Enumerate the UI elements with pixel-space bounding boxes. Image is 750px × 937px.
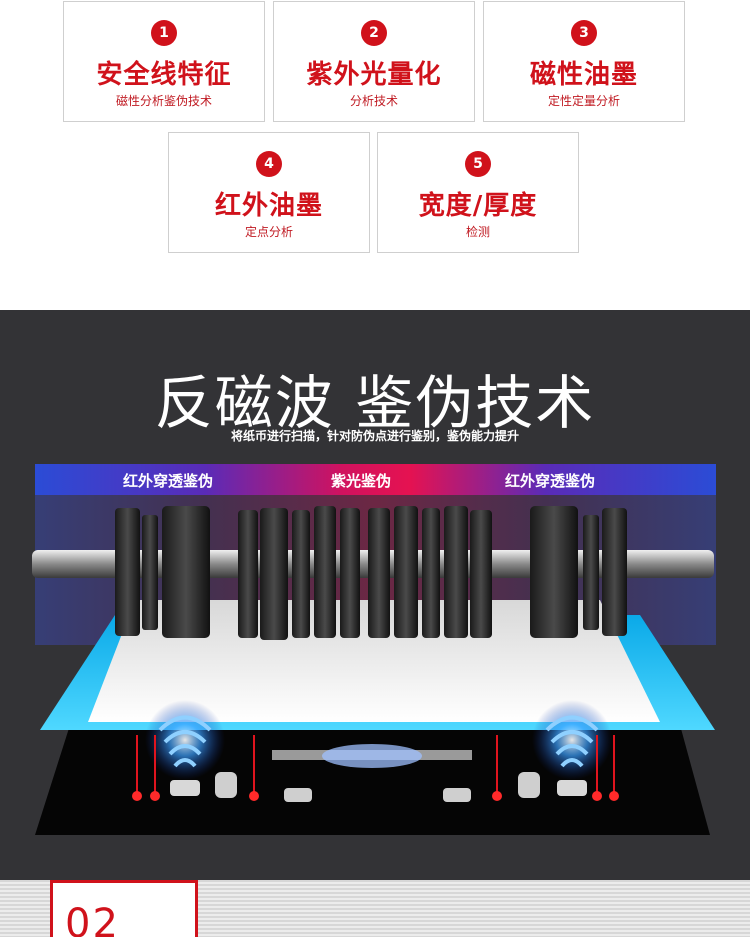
infrared-lasers bbox=[136, 735, 615, 792]
feature-subtitle: 定性定量分析 bbox=[547, 94, 620, 108]
feature-number-badge: 3 bbox=[571, 20, 597, 46]
feature-subtitle: 分析技术 bbox=[349, 94, 398, 108]
feature-subtitle: 检测 bbox=[465, 225, 490, 239]
scanner-illustration bbox=[32, 506, 715, 835]
feature-cards: 1 安全线特征 磁性分析鉴伪技术 2 紫外光量化 分析技术 3 磁性油墨 定性定… bbox=[0, 0, 750, 310]
feature-subtitle: 定点分析 bbox=[244, 225, 293, 239]
next-section-badge: 02 bbox=[50, 880, 198, 937]
section-headline: 反磁波 鉴伪技术 bbox=[154, 369, 596, 437]
feature-card-2: 2 紫外光量化 分析技术 bbox=[273, 1, 475, 122]
section-subheadline: 将纸币进行扫描，针对防伪点进行鉴别，鉴伪能力提升 bbox=[230, 429, 519, 443]
rollers bbox=[115, 506, 627, 640]
technology-section: 反磁波 鉴伪技术 将纸币进行扫描，针对防伪点进行鉴别，鉴伪能力提升 红外穿透鉴伪… bbox=[0, 310, 750, 880]
feature-subtitle: 磁性分析鉴伪技术 bbox=[115, 94, 212, 108]
feature-card-1: 1 安全线特征 磁性分析鉴伪技术 bbox=[63, 1, 265, 122]
wave-emitter-right bbox=[532, 700, 612, 796]
uv-lens bbox=[322, 744, 422, 768]
next-section-number: 02 bbox=[65, 901, 120, 937]
banknote bbox=[88, 600, 660, 722]
bar-label-infrared-right: 红外穿透鉴伪 bbox=[505, 472, 596, 490]
feature-title: 红外油墨 bbox=[214, 191, 323, 221]
feature-number-badge: 5 bbox=[465, 151, 491, 177]
feature-title: 宽度/厚度 bbox=[418, 191, 538, 221]
detection-bar: 红外穿透鉴伪 紫光鉴伪 红外穿透鉴伪 bbox=[35, 464, 716, 495]
feature-title: 安全线特征 bbox=[96, 60, 232, 90]
wave-emitter-left bbox=[145, 700, 225, 796]
feature-number-badge: 1 bbox=[151, 20, 177, 46]
bar-label-infrared-left: 红外穿透鉴伪 bbox=[123, 472, 214, 490]
feature-title: 紫外光量化 bbox=[306, 60, 442, 90]
feature-number-badge: 4 bbox=[256, 151, 282, 177]
feature-number-badge: 2 bbox=[361, 20, 387, 46]
bar-label-uv: 紫光鉴伪 bbox=[331, 472, 392, 490]
feature-card-5: 5 宽度/厚度 检测 bbox=[377, 132, 579, 253]
feature-title: 磁性油墨 bbox=[529, 60, 638, 90]
infrared-dots bbox=[132, 791, 619, 801]
feature-card-3: 3 磁性油墨 定性定量分析 bbox=[483, 1, 685, 122]
feature-card-4: 4 红外油墨 定点分析 bbox=[168, 132, 370, 253]
sensor-parts bbox=[215, 772, 540, 802]
